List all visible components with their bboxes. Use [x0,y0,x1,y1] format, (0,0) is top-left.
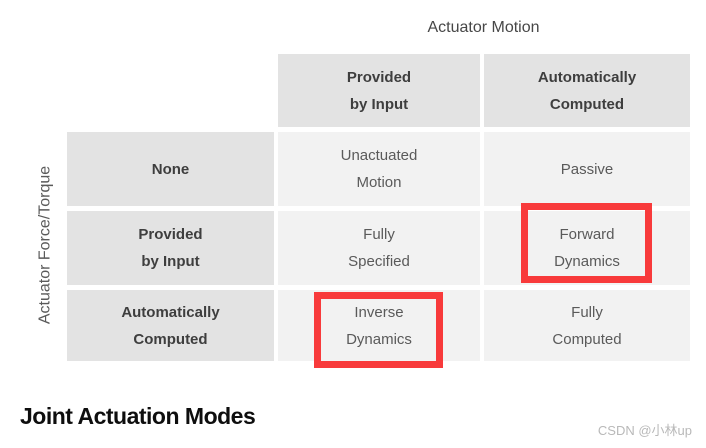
figure-caption: Joint Actuation Modes [20,403,256,429]
matrix-corner-cell [67,54,274,127]
cell-fully-specified: Fully Specified [278,211,480,285]
cell-fully-computed: Fully Computed [484,290,690,361]
cell-passive: Passive [484,132,690,206]
column-header-automatically-computed: Automatically Computed [484,54,690,127]
highlight-box-inverse-dynamics [314,292,443,368]
row-header-automatically-computed: Automatically Computed [67,290,274,361]
highlight-box-forward-dynamics [521,203,652,283]
cell-unactuated-motion: Unactuated Motion [278,132,480,206]
cell-inverse-dynamics: Inverse Dynamics [278,290,480,361]
row-header-provided-by-input: Provided by Input [67,211,274,285]
actuation-mode-matrix: Provided by Input Automatically Computed… [67,54,690,361]
column-axis-title: Actuator Motion [427,19,540,36]
row-axis-title: Actuator Force/Torque [36,165,54,325]
column-header-provided-by-input: Provided by Input [278,54,480,127]
csdn-watermark: CSDN @小林up [597,423,692,438]
cell-forward-dynamics: Forward Dynamics [484,211,690,285]
row-header-none: None [67,132,274,206]
